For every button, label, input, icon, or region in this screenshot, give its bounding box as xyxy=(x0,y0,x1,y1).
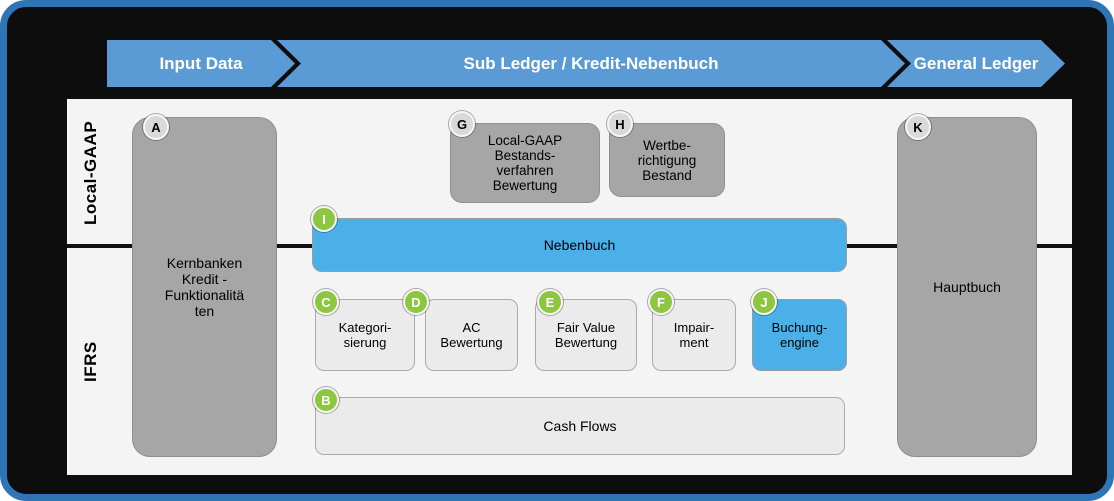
badge-c: C xyxy=(313,289,339,315)
nebenbuch-label: Nebenbuch xyxy=(543,237,616,253)
impairment-label: Impair- ment xyxy=(673,320,715,350)
buchungsengine-label: Buchung- engine xyxy=(771,320,828,350)
lane-label-ifrs: IFRS xyxy=(81,341,100,383)
kernbanken-box: Kernbanken Kredit - Funktionalitä ten xyxy=(132,117,277,457)
local-gaap-bestandsverfahren-box: Local-GAAP Bestands- verfahren Bewertung xyxy=(450,123,600,203)
fair-value-bewertung-label: Fair Value Bewertung xyxy=(554,320,618,350)
hauptbuch-box: Hauptbuch xyxy=(897,117,1037,457)
badge-f: F xyxy=(648,289,674,315)
kategorisierung-label: Kategori- sierung xyxy=(338,320,392,350)
arrow-sub-ledger-label: Sub Ledger / Kredit-Nebenbuch xyxy=(463,53,719,73)
badge-h: H xyxy=(607,111,633,137)
arrow-sub-ledger: Sub Ledger / Kredit-Nebenbuch xyxy=(277,40,905,87)
arrow-input-data: Input Data xyxy=(107,40,295,87)
ac-bewertung-label: AC Bewertung xyxy=(440,320,503,350)
arrow-input-data-label: Input Data xyxy=(159,53,243,73)
local-gaap-bestandsverfahren-label: Local-GAAP Bestands- verfahren Bewertung xyxy=(487,133,563,193)
badge-d: D xyxy=(403,289,429,315)
badge-k: K xyxy=(905,114,931,140)
badge-i: I xyxy=(311,206,337,232)
hauptbuch-label: Hauptbuch xyxy=(933,279,1001,295)
arrow-general-ledger: General Ledger xyxy=(887,40,1065,87)
lane-label-local-gaap: Local-GAAP xyxy=(81,120,100,226)
kernbanken-label: Kernbanken Kredit - Funktionalitä ten xyxy=(164,255,245,319)
badge-e: E xyxy=(537,289,563,315)
arrow-general-ledger-label: General Ledger xyxy=(913,53,1039,73)
badge-g: G xyxy=(449,111,475,137)
wertberichtigung-box: Wertbe- richtigung Bestand xyxy=(609,123,725,197)
cash-flows-label: Cash Flows xyxy=(543,418,617,434)
nebenbuch-box: Nebenbuch xyxy=(312,218,847,272)
ac-bewertung-box: AC Bewertung xyxy=(425,299,518,371)
badge-a: A xyxy=(143,114,169,140)
wertberichtigung-label: Wertbe- richtigung Bestand xyxy=(637,137,697,183)
badge-b: B xyxy=(313,387,339,413)
badge-j: J xyxy=(751,289,777,315)
cash-flows-box: Cash Flows xyxy=(315,397,845,455)
